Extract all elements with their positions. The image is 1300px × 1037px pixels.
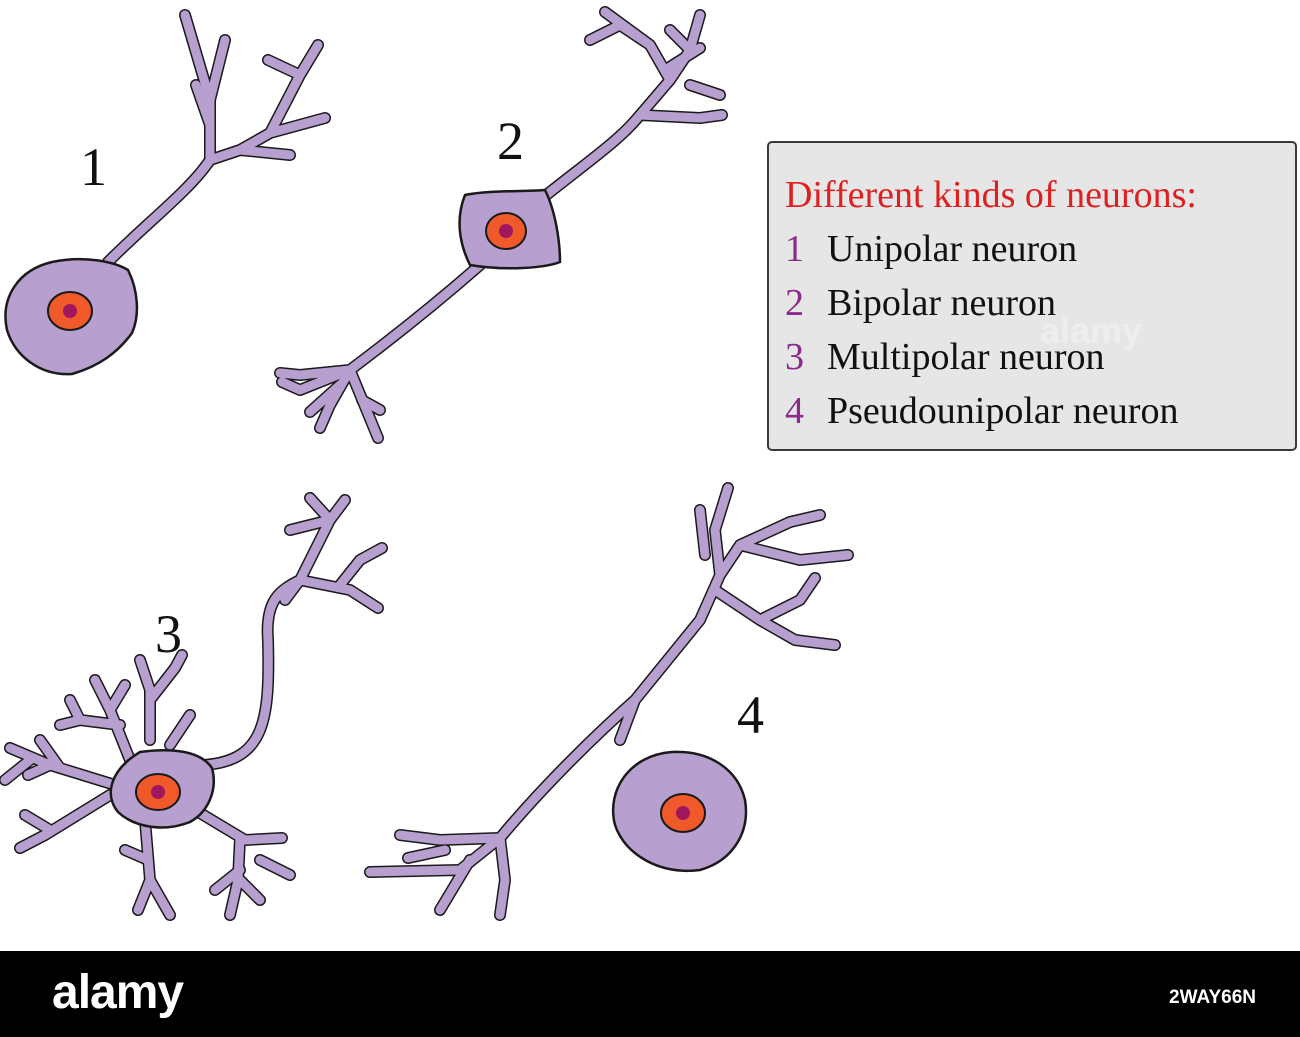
pseudounipolar-neuron-nucleolus — [676, 806, 690, 820]
unipolar-neuron — [4, 9, 331, 376]
watermark: alamy — [1040, 310, 1143, 351]
legend-index: 1 — [785, 228, 804, 270]
legend-label: Bipolar neuron — [827, 282, 1057, 324]
legend-title: Different kinds of neurons: — [785, 174, 1197, 216]
multipolar-neuron-dendrites — [0, 650, 295, 920]
legend-item-unipolar: 1 Unipolar neuron — [785, 227, 1077, 271]
legend-item-pseudounipolar: 4 Pseudounipolar neuron — [785, 389, 1178, 433]
neuron-label-4: 4 — [737, 685, 764, 745]
neuron-label-2: 2 — [497, 111, 524, 171]
legend-label: Pseudounipolar neuron — [827, 390, 1179, 432]
legend-label: Unipolar neuron — [827, 228, 1078, 270]
legend-index: 4 — [785, 390, 804, 432]
legend-label: Multipolar neuron — [827, 336, 1105, 378]
pseudounipolar-neuron-process — [365, 483, 853, 920]
neuron-label-1: 1 — [80, 137, 107, 197]
multipolar-neuron-axon-outline — [199, 492, 388, 771]
multipolar-neuron-nucleolus — [151, 785, 165, 799]
neuron-label-3: 3 — [155, 604, 182, 664]
legend-index: 2 — [785, 282, 804, 324]
multipolar-neuron-axon — [200, 493, 387, 770]
legend-index: 3 — [785, 336, 804, 378]
unipolar-neuron-nucleolus — [63, 304, 77, 318]
brand-logo: alamy — [52, 966, 184, 1019]
pseudounipolar-neuron — [364, 482, 854, 921]
bipolar-neuron-axon — [275, 260, 485, 443]
multipolar-neuron — [0, 492, 388, 921]
unipolar-neuron-process — [103, 10, 330, 267]
legend-item-multipolar: 3 Multipolar neuron — [785, 335, 1105, 379]
legend-box: Different kinds of neurons: 1 Unipolar ne… — [767, 141, 1297, 451]
stock-id: 2WAY66N — [1169, 987, 1256, 1008]
bipolar-neuron — [274, 6, 728, 444]
legend-item-bipolar: 2 Bipolar neuron — [785, 281, 1056, 325]
footer-bar: alamy 2WAY66N — [0, 951, 1300, 1037]
bipolar-neuron-nucleolus — [499, 224, 513, 238]
bipolar-neuron-dendrites — [535, 7, 727, 205]
